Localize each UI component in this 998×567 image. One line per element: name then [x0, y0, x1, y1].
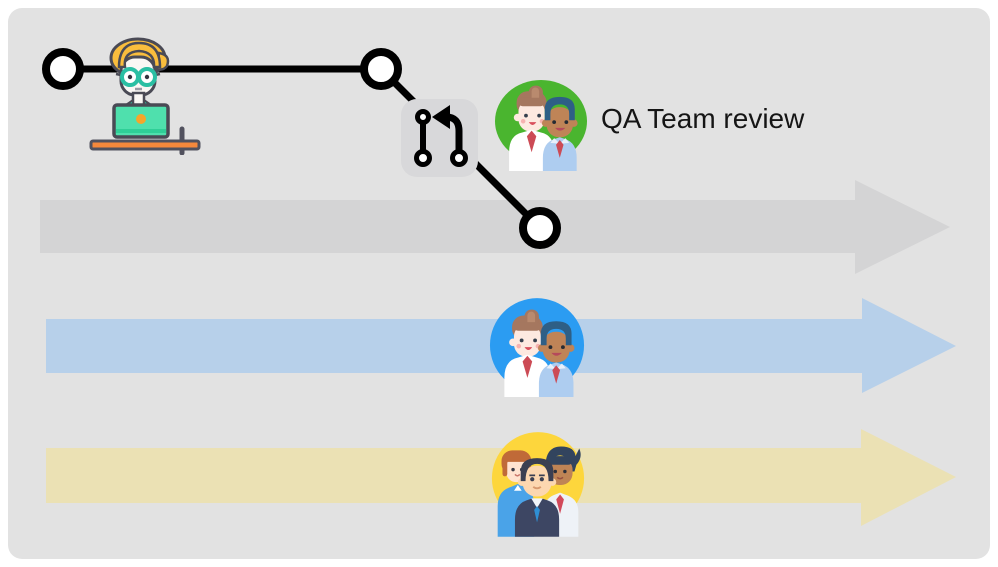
qa-team-two-person-avatar	[495, 79, 587, 171]
gray-lane-arrow-body	[40, 200, 855, 253]
commit-node	[42, 48, 84, 90]
commit-node	[519, 207, 561, 249]
developer-at-laptop-icon	[89, 37, 201, 155]
gray-lane-arrow-head-icon	[855, 180, 950, 274]
two-person-team-art	[509, 85, 578, 171]
git-branch-icon-box	[401, 99, 478, 177]
blue-lane-arrow-body	[46, 319, 862, 373]
yellow-lane-arrow-head-icon	[861, 429, 956, 526]
three-person-team-avatar	[491, 432, 585, 537]
yellow-lane-arrow-body	[46, 448, 861, 503]
qa-team-review-label: QA Team review	[601, 103, 805, 134]
commit-node	[360, 48, 402, 90]
three-person-team-art	[497, 446, 581, 537]
commit-nodes	[42, 48, 561, 249]
two-person-team-avatar	[489, 298, 585, 398]
blue-lane-arrow-head-icon	[862, 298, 956, 393]
git-pull-request-icon	[414, 105, 468, 167]
